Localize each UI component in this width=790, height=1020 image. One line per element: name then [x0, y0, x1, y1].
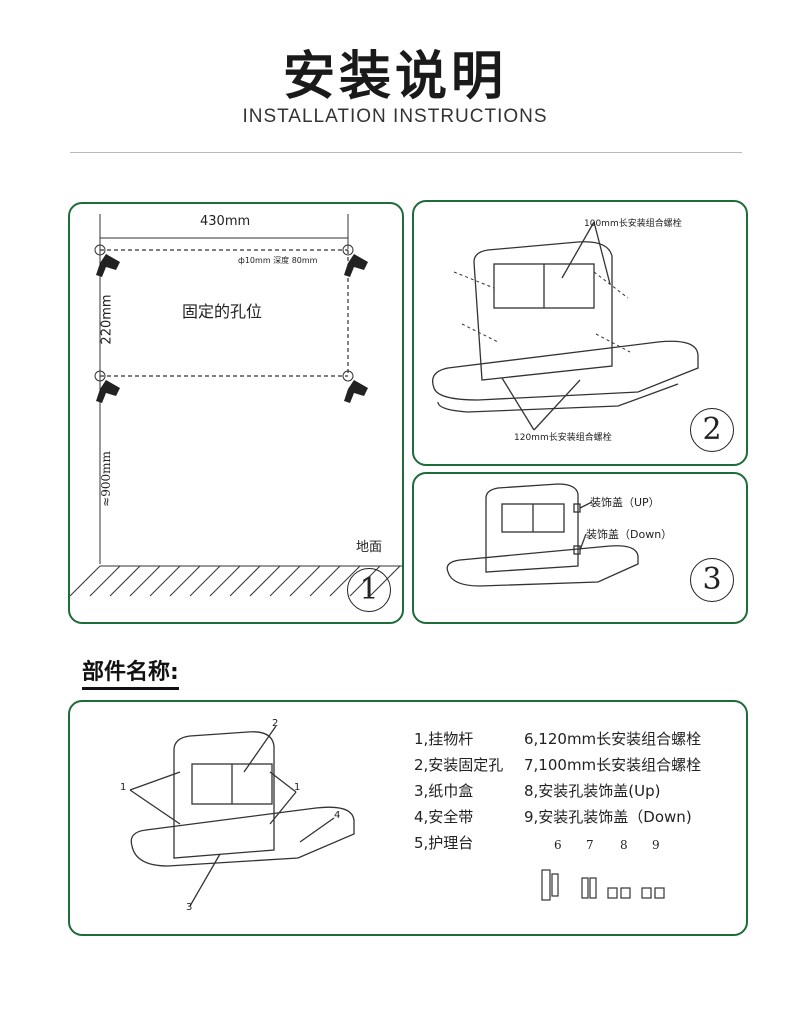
cap-up-label: 装饰盖（UP）	[590, 496, 660, 509]
width-dimension: 430mm	[200, 214, 251, 229]
floor-label: 地面	[356, 540, 383, 555]
holes-label: 固定的孔位	[182, 302, 263, 321]
parts-heading: 部件名称:	[82, 654, 179, 690]
parts-list-right: 6,120mm长安装组合螺栓 7,100mm长安装组合螺栓 8,安装孔装饰盖(U…	[524, 726, 701, 830]
callout-2: 2	[272, 718, 279, 729]
step1-panel: 430mm ф10mm 深度 80mm 固定的孔位 220mm ≈900mm 地…	[68, 202, 404, 624]
drill-icon	[94, 370, 120, 403]
parts-list-left: 1,挂物杆 2,安装固定孔 3,纸巾盒 4,安全带 5,护理台	[414, 726, 503, 856]
cap-down-label: 装饰盖（Down）	[586, 528, 673, 541]
list-item: 2,安装固定孔	[414, 756, 504, 774]
drill-icon	[342, 244, 368, 277]
step2-panel: 100mm长安装组合螺栓 120mm长安装组合螺栓 2	[412, 200, 748, 466]
list-item: 4,安全带	[414, 808, 474, 826]
list-item: 3,纸巾盒	[414, 782, 474, 800]
hardware-label-8: 8	[620, 838, 628, 852]
height-dimension: 220mm	[99, 294, 115, 345]
hardware-label-7: 7	[586, 838, 594, 852]
list-item: 1,挂物杆	[414, 730, 474, 748]
parts-diagram	[129, 725, 665, 907]
list-item: 8,安装孔装饰盖(Up)	[524, 782, 661, 800]
bolt-120-label: 120mm长安装组合螺栓	[514, 433, 612, 443]
callout-1-right: 1	[294, 782, 301, 793]
page-title: 安装说明	[282, 47, 507, 107]
cover-diagram	[446, 483, 639, 587]
list-item: 5,护理台	[414, 834, 474, 852]
parts-panel: 1 2 1 4 3 1,挂物杆 2,安装固定孔 3,纸巾盒 4,安全带 5,护理…	[68, 700, 748, 936]
list-item: 7,100mm长安装组合螺栓	[524, 756, 702, 774]
hardware-label-6: 6	[554, 838, 562, 852]
callout-1-left: 1	[120, 782, 127, 793]
header-divider	[70, 152, 742, 153]
hole-spec: ф10mm 深度 80mm	[238, 256, 318, 265]
hardware-label-9: 9	[652, 838, 660, 852]
page-subtitle: INSTALLATION INSTRUCTIONS	[242, 106, 548, 127]
callout-3: 3	[186, 902, 193, 913]
step-number-3: 3	[690, 558, 734, 602]
installation-diagram	[431, 221, 699, 431]
list-item: 6,120mm长安装组合螺栓	[524, 730, 702, 748]
drill-icon	[342, 370, 368, 403]
hole-layout-diagram	[70, 214, 402, 597]
step-number-1: 1	[347, 568, 391, 612]
callout-4: 4	[334, 810, 341, 821]
bolt-100-label: 100mm长安装组合螺栓	[584, 219, 682, 229]
step-number-2: 2	[690, 408, 734, 452]
list-item: 9,安装孔装饰盖（Down)	[524, 808, 692, 826]
floor-distance: ≈900mm	[98, 451, 113, 507]
drill-icon	[94, 244, 120, 277]
step3-panel: 装饰盖（UP） 装饰盖（Down） 3	[412, 472, 748, 624]
